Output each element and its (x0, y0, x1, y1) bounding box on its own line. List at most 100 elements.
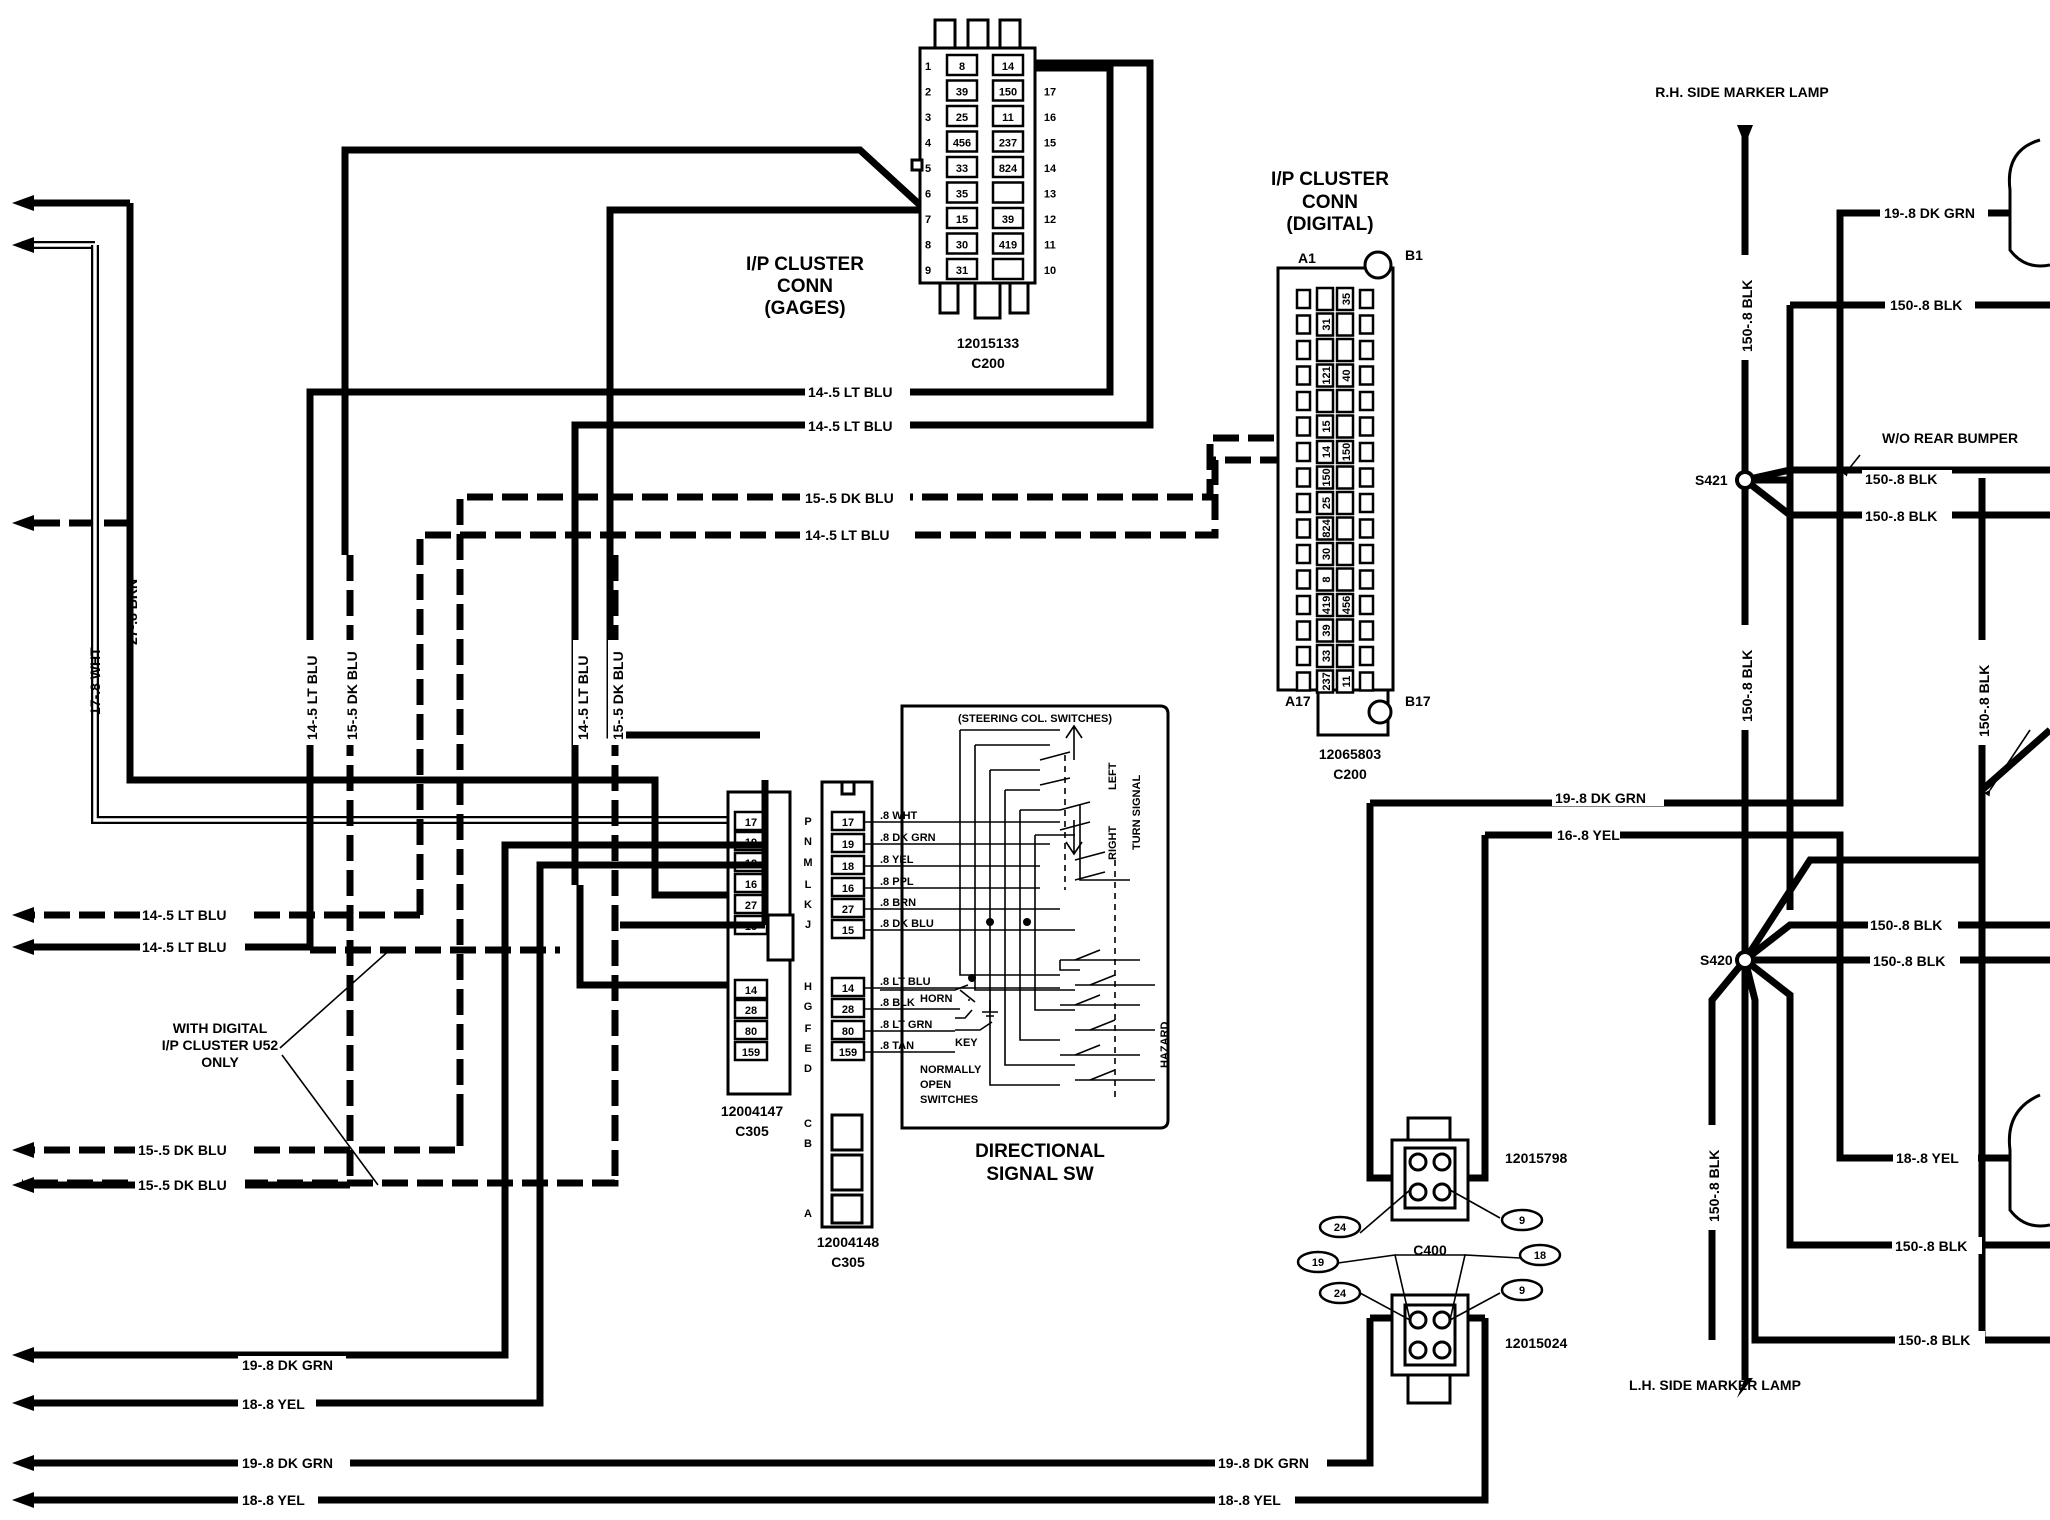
gage-cavity-right (991, 181, 1025, 204)
top-wires (12, 59, 1310, 1189)
gage-pin-right: 10 (1044, 265, 1056, 277)
digital-cavity-b (1358, 467, 1375, 488)
c305-left-cavity-label: 17 (745, 817, 757, 829)
gage-pin-right: 15 (1044, 138, 1056, 150)
gage-cavity-left (945, 130, 979, 153)
right-dkgrn-top: 19-.8 DK GRN (1884, 205, 1975, 221)
steer-horn: HORN (920, 993, 952, 1005)
gage-pin-left: 3 (925, 112, 931, 124)
wire-label-ltblu-mid: 14-.5 LT BLU (805, 527, 890, 543)
gage-cavity-right (991, 53, 1025, 77)
gage-pin-right: 16 (1044, 112, 1056, 124)
right-yel-lamp: 18-.8 YEL (1896, 1150, 1959, 1166)
dir-signal-2: SIGNAL SW (986, 1164, 1093, 1185)
gage-pin-right: 12 (1044, 214, 1056, 226)
right-blk-s420-1: 150-.8 BLK (1870, 917, 1942, 933)
steer-normally-2: OPEN (920, 1079, 951, 1091)
corner-a1: A1 (1298, 250, 1316, 266)
splice-s421: S421 (1695, 472, 1728, 488)
gage-cavity-right (991, 155, 1025, 179)
steer-normally-3: SWITCHES (920, 1094, 978, 1106)
c305-left-cavity (733, 978, 769, 1000)
digital-cavity-b-num (1335, 465, 1355, 490)
left-label-ltblu-1: 14-.5 LT BLU (142, 907, 227, 923)
c305-right-cavity (830, 897, 866, 919)
digital-cavity-a (1295, 671, 1312, 692)
digital-cavity-b-num (1335, 618, 1355, 643)
digital-cavity-b (1358, 441, 1375, 463)
digital-cavity-b-num (1335, 414, 1355, 439)
c400-top-part: 12015798 (1505, 1150, 1568, 1166)
c305-right-cavity-label: 18 (842, 861, 854, 873)
digital-col-b-label: 35 (1341, 293, 1353, 305)
digital-cavity-b-num (1335, 388, 1355, 414)
digital-col-a-label: 121 (1321, 366, 1333, 384)
c400-lb-1: 24 (1334, 1222, 1347, 1234)
c200-digital-title-3: (DIGITAL) (1286, 214, 1373, 235)
steering-wire-label: .8 YEL (880, 854, 914, 866)
gage-cavity-right-label: 39 (1002, 214, 1014, 226)
mid-label-dkgrn: 19-.8 DK GRN (1555, 790, 1646, 806)
c200-digital-part: 12065803 (1319, 746, 1382, 762)
c305-right-ref: C305 (831, 1254, 865, 1270)
gage-cavity-right (991, 206, 1025, 230)
gage-pin-left: 4 (925, 138, 932, 150)
c305-right-cavity (830, 918, 866, 940)
c305-left-cavity-label: 159 (742, 1047, 760, 1059)
c305-right-cavity (830, 976, 866, 998)
c200-digital-title-1: I/P CLUSTER (1271, 169, 1389, 190)
digital-col-b-label: 40 (1341, 369, 1353, 381)
wo-rear-bumper: W/O REAR BUMPER (1882, 430, 2018, 446)
gage-pin-left: 6 (925, 189, 931, 201)
gage-cavity-left (945, 79, 979, 102)
right-blk-top: 150-.8 BLK (1890, 297, 1962, 313)
c305-right-letter: K (804, 899, 812, 911)
digital-cavity-b (1358, 492, 1375, 514)
digital-cavity-a-num (1315, 363, 1335, 388)
gage-cavity-right-label: 419 (999, 240, 1017, 252)
gage-cavity-left-label: 25 (956, 112, 968, 124)
digital-cavity-a-num (1315, 669, 1335, 694)
digital-cavity-b (1358, 314, 1375, 335)
digital-col-a-label: 419 (1321, 596, 1333, 614)
gage-cavity-right-label: 237 (999, 138, 1017, 150)
gage-cavity-left-label: 33 (956, 163, 968, 175)
left-label-dkblu-1: 15-.5 DK BLU (138, 1142, 227, 1158)
c305-right-cavity (830, 997, 866, 1019)
wire-label-brn: 27-.8 BRN (124, 579, 140, 645)
steer-normally-1: NORMALLY (920, 1064, 982, 1076)
steering-wire-label: .8 TAN (880, 1040, 914, 1052)
c400-ref: C400 (1413, 1242, 1447, 1258)
gage-cavity-left-label: 39 (956, 87, 968, 99)
c305-right-cavity (830, 854, 866, 876)
corner-b17: B17 (1405, 693, 1431, 709)
steering-wire-label: .8 BLK (880, 997, 915, 1009)
gage-cavity-right-label: 14 (1002, 61, 1015, 73)
c305-right-letter: H (804, 981, 812, 993)
digital-cavity-a (1295, 467, 1312, 488)
steering-wire-label: .8 PPL (880, 876, 914, 888)
wire-label-v-dkblu-2: 15-.5 DK BLU (610, 651, 626, 740)
left-label-ltblu-2: 14-.5 LT BLU (142, 939, 227, 955)
digital-cavity-a-num (1315, 388, 1335, 414)
c305-right-letter: G (804, 1001, 813, 1013)
c305-right-cavity-label: 15 (842, 925, 854, 937)
steering-wire-label: .8 BRN (880, 897, 916, 909)
digital-cavity-b-num (1335, 286, 1355, 312)
right-blk-s420-2: 150-.8 BLK (1873, 953, 1945, 969)
c305-right-cavity (830, 810, 866, 832)
digital-cavity-b-num (1335, 490, 1355, 516)
wire-label-v-dkblu-1: 15-.5 DK BLU (344, 651, 360, 740)
c305-left-part: 12004147 (721, 1103, 784, 1119)
digital-cavity-b-num (1335, 643, 1355, 669)
c305-left-cavity (733, 998, 769, 1020)
gage-pin-left: 5 (925, 163, 931, 175)
c305-right-letter: M (803, 857, 812, 869)
right-v-blk-3: 150-.8 BLK (1976, 665, 1992, 737)
c305-left-cavity (733, 1019, 769, 1041)
c200-gages-part: 12015133 (957, 335, 1020, 351)
with-digital-2: I/P CLUSTER U52 (162, 1037, 279, 1053)
digital-cavity-a-num (1315, 516, 1335, 541)
steering-wire-label: .8 WHT (880, 810, 918, 822)
